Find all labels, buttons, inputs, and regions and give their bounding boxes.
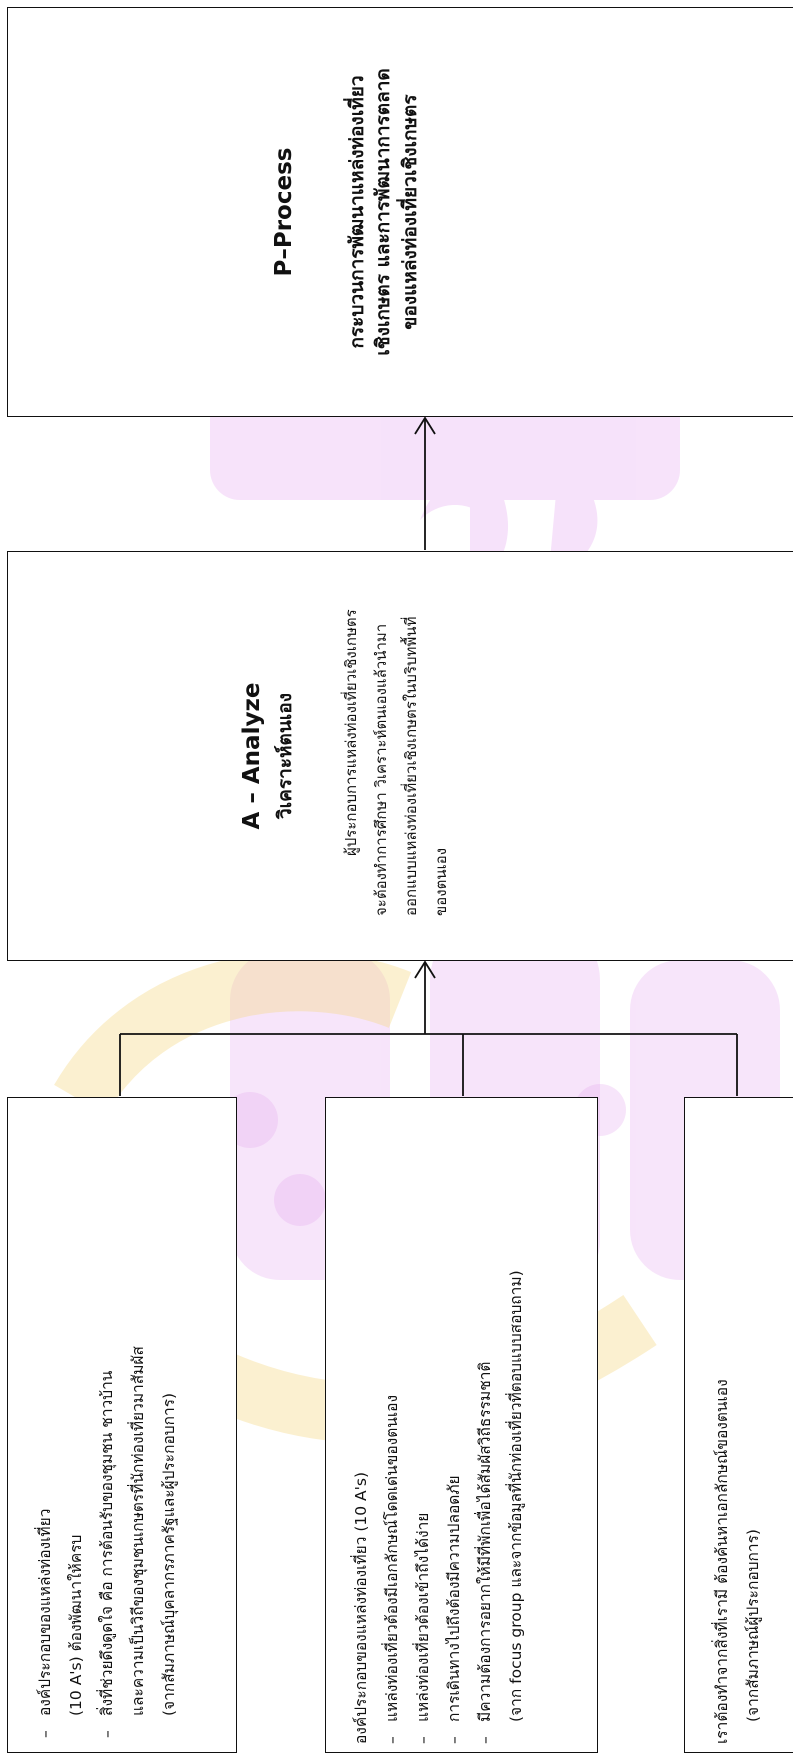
source-citation: (จากสัมภาษณ์บุคลากรภาครัฐและผู้ประกอบการ… xyxy=(154,1098,185,1738)
process-subtitle-line: เชิงเกษตร และการพัฒนาการตลาด xyxy=(370,18,397,406)
source-box-3-content: เราต้องทำจากสิ่งที่เรามี ต้องค้นหาเอกลัก… xyxy=(685,1098,793,1752)
bullet-dash: – xyxy=(30,1730,61,1738)
bullet-dash: – xyxy=(470,1736,501,1744)
source-box-interviews: –องค์ประกอบของแหล่งท่องเที่ยว (10 A's) ต… xyxy=(7,1097,237,1753)
list-item: –องค์ประกอบของแหล่งท่องเที่ยว xyxy=(30,1098,61,1738)
process-subtitle-line: กระบวนการพัฒนาแหล่งท่องเที่ยว xyxy=(344,18,371,406)
source-box-operator: เราต้องทำจากสิ่งที่เรามี ต้องค้นหาเอกลัก… xyxy=(684,1097,793,1753)
source-box-1-content: –องค์ประกอบของแหล่งท่องเที่ยว (10 A's) ต… xyxy=(8,1098,236,1752)
process-title: P–Process xyxy=(270,18,300,406)
analyze-box-content: A – Analyze วิเคราะห์ตนเอง ผู้ประกอบการแ… xyxy=(8,552,788,960)
process-subtitle-line: ของแหล่งท่องเที่ยวเชิงเกษตร xyxy=(397,18,424,406)
list-item: –มีความต้องการอยากให้มีที่พักเพื่อได้สัม… xyxy=(470,1098,501,1744)
bullet-dash: – xyxy=(408,1736,439,1744)
source-citation: (จาก focus group และจากข้อมูลที่นักท่องเ… xyxy=(501,1098,532,1744)
list-item-continuation: และความเป็นวิถีของชุมชนเกษตรที่นักท่องเท… xyxy=(123,1098,154,1738)
list-item-continuation: (10 A's) ต้องพัฒนาให้ครบ xyxy=(61,1098,92,1738)
list-item: –สิ่งที่ช่วยดึงดูดใจ คือ การต้อนรับของชุ… xyxy=(92,1098,123,1738)
process-subtitle: กระบวนการพัฒนาแหล่งท่องเที่ยว เชิงเกษตร … xyxy=(344,18,424,406)
list-item: –แหล่งท่องเที่ยวต้องเข้าถึงได้ง่าย xyxy=(408,1098,439,1744)
arrowhead-to-analyze xyxy=(415,962,435,978)
list-item: –แหล่งท่องเที่ยวต้องมีเอกลักษณ์โดดเด่นขอ… xyxy=(377,1098,408,1744)
process-box: P–Process กระบวนการพัฒนาแหล่งท่องเที่ยว … xyxy=(7,7,793,417)
bullet-dash: – xyxy=(92,1730,123,1738)
process-box-content: P–Process กระบวนการพัฒนาแหล่งท่องเที่ยว … xyxy=(8,8,788,416)
analyze-subtitle: วิเคราะห์ตนเอง xyxy=(272,596,299,916)
source-box-focus-group: องค์ประกอบของแหล่งท่องเที่ยว (10 A's) –แ… xyxy=(325,1097,598,1753)
source-citation: (จากสัมภาษณ์ผู้ประกอบการ) xyxy=(738,1098,769,1744)
bullet-dash: – xyxy=(439,1736,470,1744)
analyze-title: A – Analyze xyxy=(238,596,268,916)
list-heading: องค์ประกอบของแหล่งท่องเที่ยว (10 A's) xyxy=(346,1098,377,1744)
source-box-2-content: องค์ประกอบของแหล่งท่องเที่ยว (10 A's) –แ… xyxy=(326,1098,597,1752)
bullet-dash: – xyxy=(377,1736,408,1744)
list-item: –การเดินทางไปถึงต้องมีความปลอดภัย xyxy=(439,1098,470,1744)
arrowhead-to-process xyxy=(415,418,435,434)
statement-line: เราต้องทำจากสิ่งที่เรามี ต้องค้นหาเอกลัก… xyxy=(707,1098,738,1744)
analyze-box: A – Analyze วิเคราะห์ตนเอง ผู้ประกอบการแ… xyxy=(7,551,793,961)
analyze-description: ผู้ประกอบการแหล่งท่องเที่ยวเชิงเกษตรจะต้… xyxy=(336,596,456,916)
